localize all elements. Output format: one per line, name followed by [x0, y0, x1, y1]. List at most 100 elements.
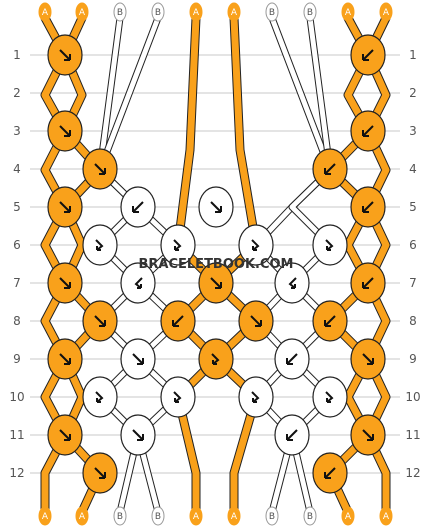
knot-arrow-icon [95, 239, 104, 251]
strand-label-marker-top [38, 2, 52, 22]
arrow-shaft [362, 201, 374, 213]
arrow-shaft [362, 49, 374, 61]
arrow-head [252, 398, 257, 403]
knot-arrow-icon [362, 125, 374, 137]
row-label-right: 12 [405, 466, 420, 480]
arrow-shaft [94, 163, 106, 175]
knot-arrow-icon [59, 353, 71, 365]
arrow-shaft [173, 391, 182, 403]
arrow-head [291, 284, 296, 289]
strand-label-bottom: A [383, 512, 390, 522]
arrow-shaft [59, 201, 71, 213]
arrow-head [367, 358, 374, 365]
strand-label-marker-bottom [265, 506, 279, 526]
row-label-left: 10 [9, 390, 24, 404]
arrow-shaft [362, 353, 374, 365]
arrow-head [137, 284, 142, 289]
row-label-left: 6 [13, 238, 21, 252]
knot-arrow-icon [134, 277, 143, 289]
knot-arrow-icon [211, 353, 220, 365]
arrow-head [64, 282, 71, 289]
strand-label-marker-top [303, 2, 317, 22]
knot-arrow-icon [173, 239, 182, 251]
strand-label-top: A [42, 8, 49, 18]
knot-arrow-icon [59, 429, 71, 441]
arrow-shaft [59, 353, 71, 365]
arrow-shaft [172, 315, 184, 327]
knot-arrow-icon [251, 239, 260, 251]
knot-arrow-icon [59, 49, 71, 61]
knot-arrow-icon [59, 201, 71, 213]
row-label-right: 7 [409, 276, 417, 290]
knot-arrow-icon [173, 391, 182, 403]
row-label-left: 8 [13, 314, 21, 328]
watermark-text: BRACELETBOOK.COM [139, 257, 294, 272]
knot-arrow-icon [362, 49, 374, 61]
row-label-right: 3 [409, 124, 417, 138]
row-label-right: 4 [409, 162, 417, 176]
row-label-left: 1 [13, 48, 21, 62]
knot-arrow-icon [325, 391, 334, 403]
knot-arrow-icon [288, 277, 297, 289]
row-label-right: 5 [409, 200, 417, 214]
strand-label-marker-bottom [303, 506, 317, 526]
strand-label-marker-top [75, 2, 89, 22]
arrow-shaft [95, 239, 104, 251]
knot-arrow-icon [251, 391, 260, 403]
arrow-head [64, 54, 71, 61]
row-label-right: 2 [409, 86, 417, 100]
knot-arrow-icon [362, 353, 374, 365]
strand-label-marker-bottom [227, 506, 241, 526]
knot-arrow-icon [324, 163, 336, 175]
strand-label-marker-bottom [151, 506, 165, 526]
strand-label-marker-bottom [379, 506, 393, 526]
arrow-shaft [132, 429, 144, 441]
strand-label-bottom: A [42, 512, 49, 522]
strand-label-top: A [383, 8, 390, 18]
row-label-left: 5 [13, 200, 21, 214]
arrow-head [362, 130, 369, 137]
arrow-shaft [250, 315, 262, 327]
strand-label-marker-top [189, 2, 203, 22]
row-label-left: 3 [13, 124, 21, 138]
arrow-shaft [95, 391, 104, 403]
arrow-shaft [288, 277, 297, 289]
strand-label-bottom: A [345, 512, 352, 522]
arrow-shaft [59, 277, 71, 289]
arrow-shaft [134, 277, 143, 289]
knot-arrow-icon [324, 467, 336, 479]
strand-label-top: B [307, 8, 313, 18]
strand-label-bottom: B [117, 512, 123, 522]
knot-arrow-icon [132, 353, 144, 365]
strand-white [289, 15, 333, 515]
knot-arrow-icon [94, 315, 106, 327]
arrow-head [212, 360, 217, 365]
knot-arrow-icon [172, 315, 184, 327]
arrow-shaft [251, 391, 260, 403]
knot-arrow-icon [132, 201, 144, 213]
arrow-shaft [362, 429, 374, 441]
arrow-head [132, 206, 139, 213]
arrow-shaft [362, 277, 374, 289]
arrow-shaft [324, 315, 336, 327]
strand-label-top: B [117, 8, 123, 18]
arrow-head [255, 320, 262, 327]
arrow-shaft [173, 239, 182, 251]
arrow-head [362, 54, 369, 61]
arrow-head [99, 472, 106, 479]
knot-arrow-icon [325, 239, 334, 251]
arrow-shaft [59, 49, 71, 61]
arrow-head [362, 206, 369, 213]
strand-label-marker-bottom [189, 506, 203, 526]
arrow-head [64, 130, 71, 137]
arrow-head [324, 168, 331, 175]
strand-label-marker-top [379, 2, 393, 22]
arrow-head [64, 206, 71, 213]
strand-label-marker-bottom [113, 506, 127, 526]
knot-arrow-icon [362, 201, 374, 213]
strand-white [97, 15, 181, 515]
row-label-right: 8 [409, 314, 417, 328]
